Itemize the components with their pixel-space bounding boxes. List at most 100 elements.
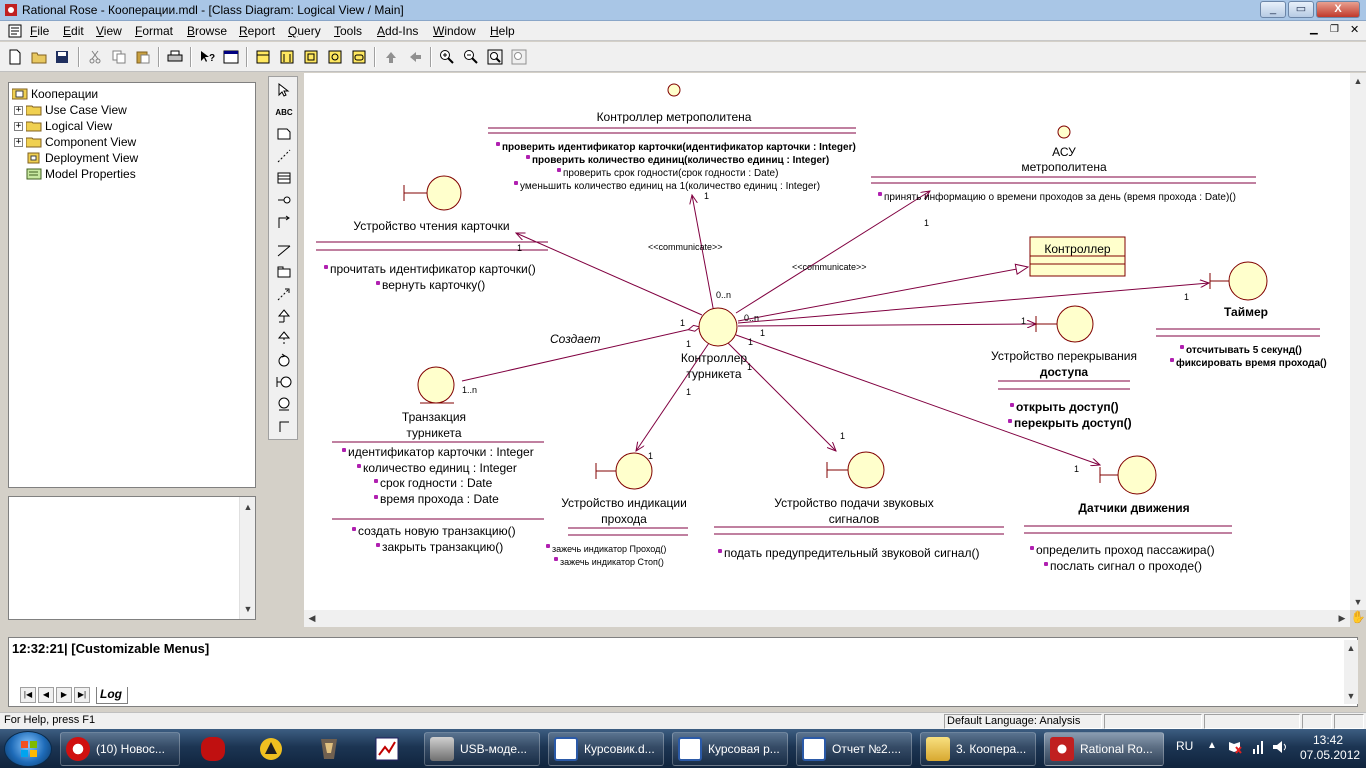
stereotype-label[interactable]: <<communicate>> <box>648 242 723 252</box>
zoom-in-icon[interactable] <box>438 48 456 66</box>
task-word-1[interactable]: Курсовик.d... <box>548 732 664 766</box>
class-name-turnstile-controller-line2[interactable]: турникета <box>686 367 742 381</box>
operation[interactable]: создать новую транзакцию() <box>352 524 516 538</box>
tree-item-logical-view[interactable]: + Logical View <box>14 118 112 134</box>
association-name[interactable]: Создает <box>550 332 601 346</box>
save-icon[interactable] <box>53 48 71 66</box>
context-help-icon[interactable]: ? <box>198 48 216 66</box>
documentation-pane[interactable]: ▲ ▼ <box>8 496 256 620</box>
tab-log[interactable]: Log <box>96 687 128 704</box>
stereotype-label[interactable]: <<communicate>> <box>792 262 867 272</box>
pinned-app-1[interactable] <box>186 732 240 766</box>
log-window[interactable] <box>8 637 1358 707</box>
attribute[interactable]: количество единиц : Integer <box>357 461 517 475</box>
menu-report[interactable]: Report <box>239 24 276 38</box>
entity-class-tool-icon[interactable] <box>275 395 293 413</box>
generalization-controller[interactable] <box>737 267 1028 322</box>
operation[interactable]: проверить срок годности(срок годности : … <box>557 168 778 179</box>
class-name-sound-line2[interactable]: сигналов <box>828 512 880 526</box>
last-tab-icon[interactable]: ▶| <box>74 687 90 703</box>
document-icon[interactable] <box>8 24 22 38</box>
control-class-tool-icon[interactable] <box>275 351 293 369</box>
scroll-down-icon[interactable]: ▼ <box>243 604 253 614</box>
operation[interactable]: принять информацию о времени проходов за… <box>878 192 1236 203</box>
scroll-down-icon[interactable]: ▼ <box>1346 691 1356 701</box>
class-name-card-reader[interactable]: Устройство чтения карточки <box>353 219 510 233</box>
fit-in-window-icon[interactable] <box>486 48 504 66</box>
operation[interactable]: зажечь индикатор Стоп() <box>554 557 664 567</box>
mdi-minimize-icon[interactable]: ▁ <box>1310 24 1318 35</box>
menu-edit[interactable]: Edit <box>63 24 84 38</box>
link-tool-icon[interactable] <box>275 417 293 435</box>
restore-button[interactable]: ▭ <box>1288 1 1314 18</box>
class-name-asu-line2[interactable]: метрополитена <box>1021 160 1107 174</box>
class-name-barrier-line2[interactable]: доступа <box>1039 365 1089 379</box>
tree-item-deployment-view[interactable]: Deployment View <box>26 150 138 166</box>
expand-icon[interactable]: + <box>14 136 23 147</box>
class-diagram-canvas[interactable]: Контроллер метрополитена проверить идент… <box>304 73 1350 610</box>
menu-file[interactable]: File <box>30 24 50 38</box>
tree-root[interactable]: Кооперации <box>12 86 98 102</box>
class-name-transaction-line2[interactable]: турникета <box>406 426 462 440</box>
menu-format[interactable]: Format <box>135 24 174 38</box>
operation[interactable]: перекрыть доступ() <box>1008 416 1132 430</box>
scroll-left-icon[interactable]: ◀ <box>308 612 316 623</box>
attribute[interactable]: время прохода : Date <box>374 492 499 506</box>
print-icon[interactable] <box>166 48 184 66</box>
open-icon[interactable] <box>30 48 48 66</box>
operation[interactable]: фиксировать время прохода() <box>1170 358 1327 369</box>
aggregation-tool-icon[interactable] <box>275 241 293 259</box>
assoc-timer[interactable] <box>737 283 1209 324</box>
assoc-sound[interactable] <box>727 342 836 451</box>
operation[interactable]: закрыть транзакцию() <box>376 540 503 554</box>
pinned-app-3[interactable] <box>302 732 356 766</box>
attribute[interactable]: идентификатор карточки : Integer <box>342 445 534 459</box>
hand-icon[interactable]: ✋ <box>1350 610 1366 624</box>
scroll-down-icon[interactable]: ▼ <box>1353 597 1363 607</box>
dependency-tool-icon[interactable] <box>275 285 293 303</box>
operation[interactable]: подать предупредительный звуковой сигнал… <box>718 546 979 560</box>
mdi-close-icon[interactable]: ✕ <box>1350 24 1360 36</box>
menu-browse[interactable]: Browse <box>187 24 228 38</box>
action-center-icon[interactable] <box>1228 740 1242 754</box>
aggregation-transaction[interactable] <box>461 327 700 382</box>
undo-fit-icon[interactable] <box>510 48 528 66</box>
diagram-horizontal-scrollbar[interactable]: ◀ ▶ <box>304 610 1350 627</box>
minimize-button[interactable]: _ <box>1260 1 1286 18</box>
start-button[interactable] <box>4 731 52 767</box>
tree-item-model-properties[interactable]: Model Properties <box>26 166 136 182</box>
assoc-barrier[interactable] <box>737 324 1036 326</box>
doc-scrollbar[interactable]: ▲ ▼ <box>239 497 255 619</box>
log-scrollbar[interactable]: ▲ ▼ <box>1344 640 1358 704</box>
anchor-note-tool-icon[interactable] <box>275 147 293 165</box>
boundary-class-tool-icon[interactable] <box>275 373 293 391</box>
assoc-indicator[interactable] <box>636 342 710 451</box>
tray-expand-icon[interactable]: ▲ <box>1207 740 1217 751</box>
prev-tab-icon[interactable]: ◀ <box>38 687 54 703</box>
browse-state-diagram-icon[interactable] <box>350 48 368 66</box>
network-icon[interactable] <box>1252 739 1264 755</box>
class-name-turnstile-controller[interactable]: Контроллер <box>680 351 748 365</box>
assoc-card-reader[interactable] <box>516 233 703 316</box>
scroll-up-icon[interactable]: ▲ <box>1353 76 1363 86</box>
browse-interaction-diagram-icon[interactable] <box>278 48 296 66</box>
text-tool-icon[interactable]: ABC <box>275 107 293 117</box>
browse-deployment-diagram-icon[interactable] <box>326 48 344 66</box>
assoc-asu[interactable] <box>735 191 930 314</box>
new-icon[interactable] <box>6 48 24 66</box>
volume-icon[interactable] <box>1272 739 1288 755</box>
class-name-controller[interactable]: Контроллер <box>1044 242 1111 256</box>
menu-window[interactable]: Window <box>433 24 476 38</box>
package-tool-icon[interactable] <box>275 263 293 281</box>
clock[interactable]: 13:42 07.05.2012 <box>1300 733 1360 763</box>
association-tool-icon[interactable] <box>275 213 293 231</box>
operation[interactable]: проверить идентификатор карточки(идентиф… <box>496 142 856 153</box>
tree-item-component-view[interactable]: + Component View <box>14 134 136 150</box>
task-word-3[interactable]: Отчет №2.... <box>796 732 912 766</box>
class-name-timer[interactable]: Таймер <box>1224 305 1268 319</box>
browse-parent-icon[interactable] <box>382 48 400 66</box>
scroll-up-icon[interactable]: ▲ <box>1346 643 1356 653</box>
zoom-out-icon[interactable] <box>462 48 480 66</box>
paste-icon[interactable] <box>134 48 152 66</box>
class-name-motion[interactable]: Датчики движения <box>1078 501 1190 515</box>
